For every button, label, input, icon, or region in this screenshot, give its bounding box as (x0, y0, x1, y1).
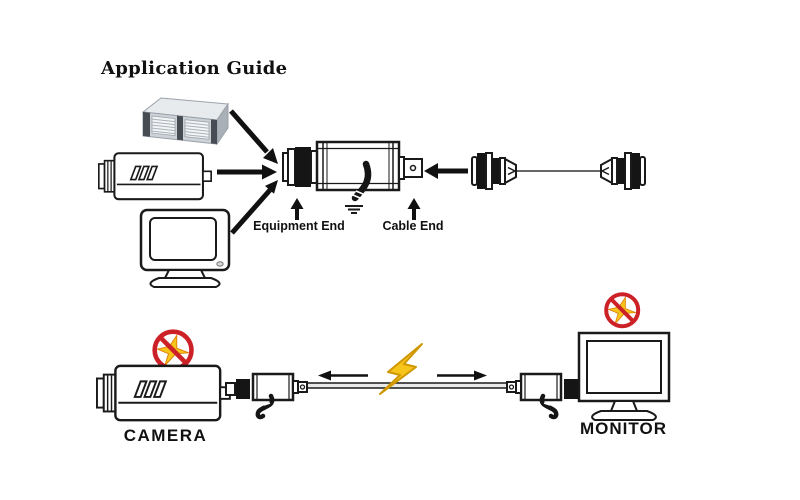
label-arrows (290, 198, 421, 220)
coax-cable (304, 382, 510, 389)
box-camera-icon (95, 364, 232, 422)
monitor-label: MONITOR (580, 419, 667, 438)
box-camera-icon (97, 152, 213, 201)
lcd-monitor-icon (577, 331, 671, 421)
bnc-cable-icon (471, 152, 646, 190)
ground-wire-icon (345, 160, 372, 214)
flow-arrows-to-protector (217, 109, 278, 235)
lightning-bolt-icon (379, 343, 423, 395)
no-surge-icon (155, 332, 192, 369)
inline-surge-protector-icon (507, 374, 588, 417)
cable-to-protector-arrow (424, 163, 468, 179)
no-surge-icon (606, 294, 638, 326)
crt-monitor-icon (139, 208, 231, 288)
page-title: Application Guide (101, 58, 288, 79)
inline-surge-protector-icon (226, 374, 307, 417)
surge-protector-icon (282, 140, 423, 214)
camera-label: CAMERA (123, 426, 208, 445)
cable-end-label: Cable End (382, 219, 444, 233)
dvr-icon (141, 97, 229, 146)
equipment-end-label: Equipment End (253, 219, 345, 233)
surge-direction-arrows (318, 370, 487, 381)
